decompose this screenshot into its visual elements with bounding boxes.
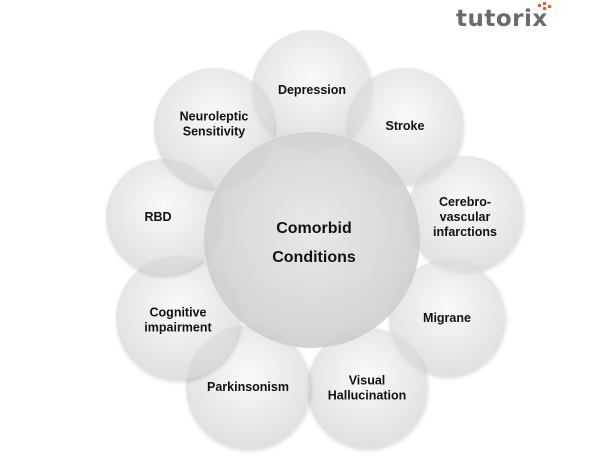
tutorix-logo: tutorix [456, 2, 596, 38]
node-label-rbd-line-1: RBD [144, 210, 171, 224]
node-label-cerebrovascular-infarctions-line-1: Cerebro- [439, 195, 491, 209]
node-circle-migrane [389, 260, 505, 376]
node-label-migrane-line-1: Migrane [423, 311, 471, 325]
center-label-line-1: Comorbid [276, 220, 352, 237]
node-label-neuroleptic-sensitivity-line-1: Neuroleptic [180, 110, 249, 124]
node-label-cerebrovascular-infarctions-line-2: vascular [440, 210, 491, 224]
center-circle [204, 132, 420, 348]
node-circle-visual-hallucination [307, 328, 427, 448]
node-circle-cerebrovascular-infarctions [407, 156, 523, 272]
node-label-neuroleptic-sensitivity-line-2: Sensitivity [183, 125, 246, 139]
node-circle-depression [252, 30, 372, 150]
node-label-cognitive-impairment-line-1: Cognitive [150, 306, 207, 320]
logo-dots-icon [538, 2, 551, 10]
node-label-cognitive-impairment-line-2: impairment [144, 321, 212, 335]
logo-text: tutorix [456, 6, 548, 32]
node-label-cerebrovascular-infarctions-line-3: infarctions [433, 225, 497, 239]
node-circle-cognitive-impairment [116, 256, 240, 380]
node-label-visual-hallucination-line-1: Visual [349, 374, 386, 388]
node-circle-rbd [106, 159, 222, 275]
center-label-line-2: Conditions [272, 249, 356, 266]
node-label-visual-hallucination-line-2: Hallucination [328, 389, 406, 403]
node-label-parkinsonism-line-1: Parkinsonism [207, 380, 289, 394]
node-label-depression-line-1: Depression [278, 83, 346, 97]
node-label-stroke-line-1: Stroke [386, 119, 425, 133]
